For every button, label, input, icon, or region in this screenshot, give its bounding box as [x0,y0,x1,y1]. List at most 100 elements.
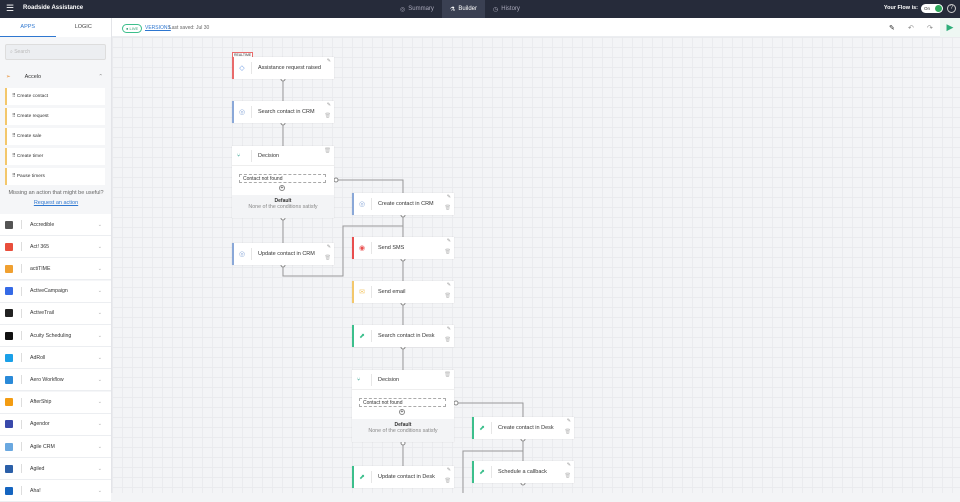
flow-node[interactable]: ✉Send email✎🗑 [352,281,454,303]
tab-logic[interactable]: LOGIC [74,24,92,30]
app-item[interactable]: Act! 365⌄ [0,236,111,259]
chevron-up-icon[interactable]: ⌃ [98,74,103,80]
edit-icon[interactable]: ✎ [446,467,451,473]
edit-icon[interactable]: ✎ [446,238,451,244]
edit-icon[interactable]: ✎ [326,58,331,64]
app-item[interactable]: AdRoll⌄ [0,347,111,370]
action-item[interactable]: ⠿ Create sale [5,128,105,145]
tab-history[interactable]: ◷History [493,6,520,13]
delete-icon[interactable]: 🗑 [444,249,451,255]
flow-node[interactable]: ◉Send SMS✎🗑 [352,237,454,259]
delete-icon[interactable]: 🗑 [324,148,331,154]
redo-icon[interactable]: ↷ [927,25,933,32]
request-action-link[interactable]: Request an action [33,200,79,206]
app-item[interactable]: Aero Workflow⌄ [0,369,111,392]
delete-icon[interactable]: 🗑 [444,293,451,299]
app-item[interactable]: AfterShip⌄ [0,391,111,414]
realtime-badge: REALTIME [232,52,254,57]
app-item[interactable]: actiTIME⌄ [0,258,111,281]
delete-icon[interactable]: 🗑 [444,337,451,343]
condition-item[interactable]: Contact not found [239,174,326,183]
app-item[interactable]: Accredible⌄ [0,214,111,236]
app-accelo-header[interactable]: ➢Accelo⌃ [6,74,103,80]
crm-icon: ◎ [238,109,246,116]
app-logo-icon [5,464,13,473]
app-logo-icon [5,220,13,229]
action-item[interactable]: ⠿ Create request [5,108,105,125]
add-condition-icon[interactable]: + [399,409,405,415]
chevron-down-icon[interactable]: ⌄ [97,376,102,383]
app-logo-icon [5,442,13,451]
last-saved: Last saved: Jul 30 [169,25,210,31]
app-logo-icon [5,264,13,273]
trigger-node[interactable]: ◇Assistance request raised✎ [232,57,334,79]
edit-icon[interactable]: ✎ [566,418,571,424]
action-item[interactable]: ⠿ Create timer [5,148,105,165]
edit-icon[interactable]: ✎ [326,244,331,250]
chevron-down-icon[interactable]: ⌄ [97,443,102,450]
flow-title: Roadside Assistance [23,5,84,11]
desk-icon: ⬈ [479,425,485,432]
help-icon[interactable]: ? [947,4,956,13]
app-item[interactable]: Agendor⌄ [0,413,111,436]
edit-icon[interactable]: ✎ [446,194,451,200]
chevron-down-icon[interactable]: ⌄ [97,288,102,295]
action-item[interactable]: ⠿ Create contact [5,88,105,105]
undo-icon[interactable]: ↶ [908,25,914,32]
flow-node[interactable]: ◎Create contact in CRM✎🗑 [352,193,454,215]
action-item[interactable]: ⠿ Pause timers [5,168,105,185]
missing-action-text: Missing an action that might be useful? [8,190,104,196]
flow-node[interactable]: ⬈Schedule a callback✎🗑 [472,461,574,483]
edit-icon[interactable]: ✎ [446,282,451,288]
delete-icon[interactable]: 🗑 [324,113,331,119]
chevron-down-icon[interactable]: ⌄ [97,487,102,494]
edit-icon[interactable]: ✎ [889,25,895,32]
chevron-down-icon[interactable]: ⌄ [97,421,102,428]
condition-item[interactable]: Contact not found [359,398,446,407]
chevron-down-icon[interactable]: ⌄ [97,310,102,317]
chevron-down-icon[interactable]: ⌄ [97,399,102,406]
top-bar: ☰ Roadside Assistance ◎Summary ⚗Builder … [0,0,960,18]
chevron-down-icon[interactable]: ⌄ [97,354,102,361]
app-item[interactable]: ActiveCampaign⌄ [0,280,111,303]
delete-icon[interactable]: 🗑 [444,478,451,484]
summary-icon: ◎ [400,6,406,13]
flow-node[interactable]: ◎Search contact in CRM✎🗑 [232,101,334,123]
chevron-down-icon[interactable]: ⌄ [97,243,102,250]
flow-node[interactable]: ⬈Create contact in Desk✎🗑 [472,417,574,439]
chevron-down-icon[interactable]: ⌄ [97,332,102,339]
app-item[interactable]: Agile CRM⌄ [0,436,111,458]
delete-icon[interactable]: 🗑 [444,205,451,211]
delete-icon[interactable]: 🗑 [564,473,571,479]
flow-toggle[interactable]: On [921,4,943,13]
flow-node[interactable]: ⬈Update contact in Desk✎🗑 [352,466,454,488]
run-button[interactable]: ▶ [940,18,960,37]
edit-icon[interactable]: ✎ [566,462,571,468]
chevron-down-icon[interactable]: ⌄ [97,265,102,272]
flow-node[interactable]: ◎Update contact in CRM✎🗑 [232,243,334,265]
hamburger-icon[interactable]: ☰ [6,3,15,13]
chevron-down-icon[interactable]: ⌄ [97,465,102,472]
tab-summary[interactable]: ◎Summary [400,6,434,13]
history-icon: ◷ [493,6,499,13]
desk-icon: ⬈ [359,474,365,481]
edit-icon[interactable]: ✎ [446,326,451,332]
flow-node[interactable]: ⬈Search contact in Desk✎🗑 [352,325,454,347]
versions-link[interactable]: VERSIONS [145,25,171,31]
app-item[interactable]: ActiveTrail⌄ [0,302,111,325]
tab-builder[interactable]: ⚗Builder [441,0,485,18]
tab-apps[interactable]: APPS [0,18,56,37]
edit-icon[interactable]: ✎ [326,102,331,108]
delete-icon[interactable]: 🗑 [324,255,331,261]
delete-icon[interactable]: 🗑 [564,429,571,435]
delete-icon[interactable]: 🗑 [444,372,451,378]
add-condition-icon[interactable]: + [279,185,285,191]
chevron-down-icon[interactable]: ⌄ [97,221,102,228]
app-item[interactable]: Acuity Scheduling⌄ [0,325,111,347]
search-input[interactable]: ⌕ Search [5,44,106,60]
app-item[interactable]: Agiled⌄ [0,458,111,481]
